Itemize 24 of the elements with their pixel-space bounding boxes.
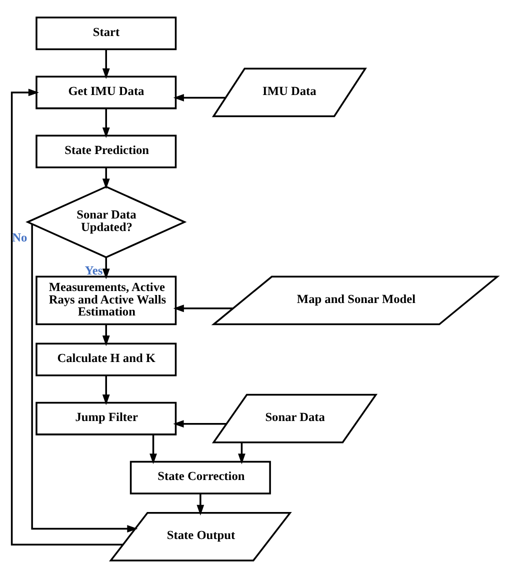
arrow [10, 88, 123, 545]
arrow [102, 324, 110, 346]
arrow [31, 224, 138, 532]
node-box: Measurements, Active Rays and Active Walls Estimation [36, 275, 177, 325]
arrow [102, 49, 110, 78]
node-box: Start [36, 16, 177, 50]
arrow [238, 442, 246, 464]
arrow [173, 304, 234, 312]
node-diamond: Sonar Data Updated? [26, 185, 187, 258]
node-box: State Prediction [36, 134, 177, 168]
edge-label: Yes [84, 263, 103, 278]
node-box: State Correction [130, 460, 271, 494]
node-box: Calculate H and K [36, 342, 177, 376]
node-box: Get IMU Data [36, 75, 177, 109]
arrow [102, 256, 110, 279]
arrow [102, 108, 110, 138]
arrow [173, 420, 226, 428]
arrow [102, 167, 110, 189]
arrow [173, 94, 226, 101]
arrow [102, 375, 110, 405]
arrow [196, 493, 204, 515]
edge-label: No [12, 230, 28, 244]
node-box: Jump Filter [36, 401, 177, 435]
arrow [150, 434, 157, 464]
